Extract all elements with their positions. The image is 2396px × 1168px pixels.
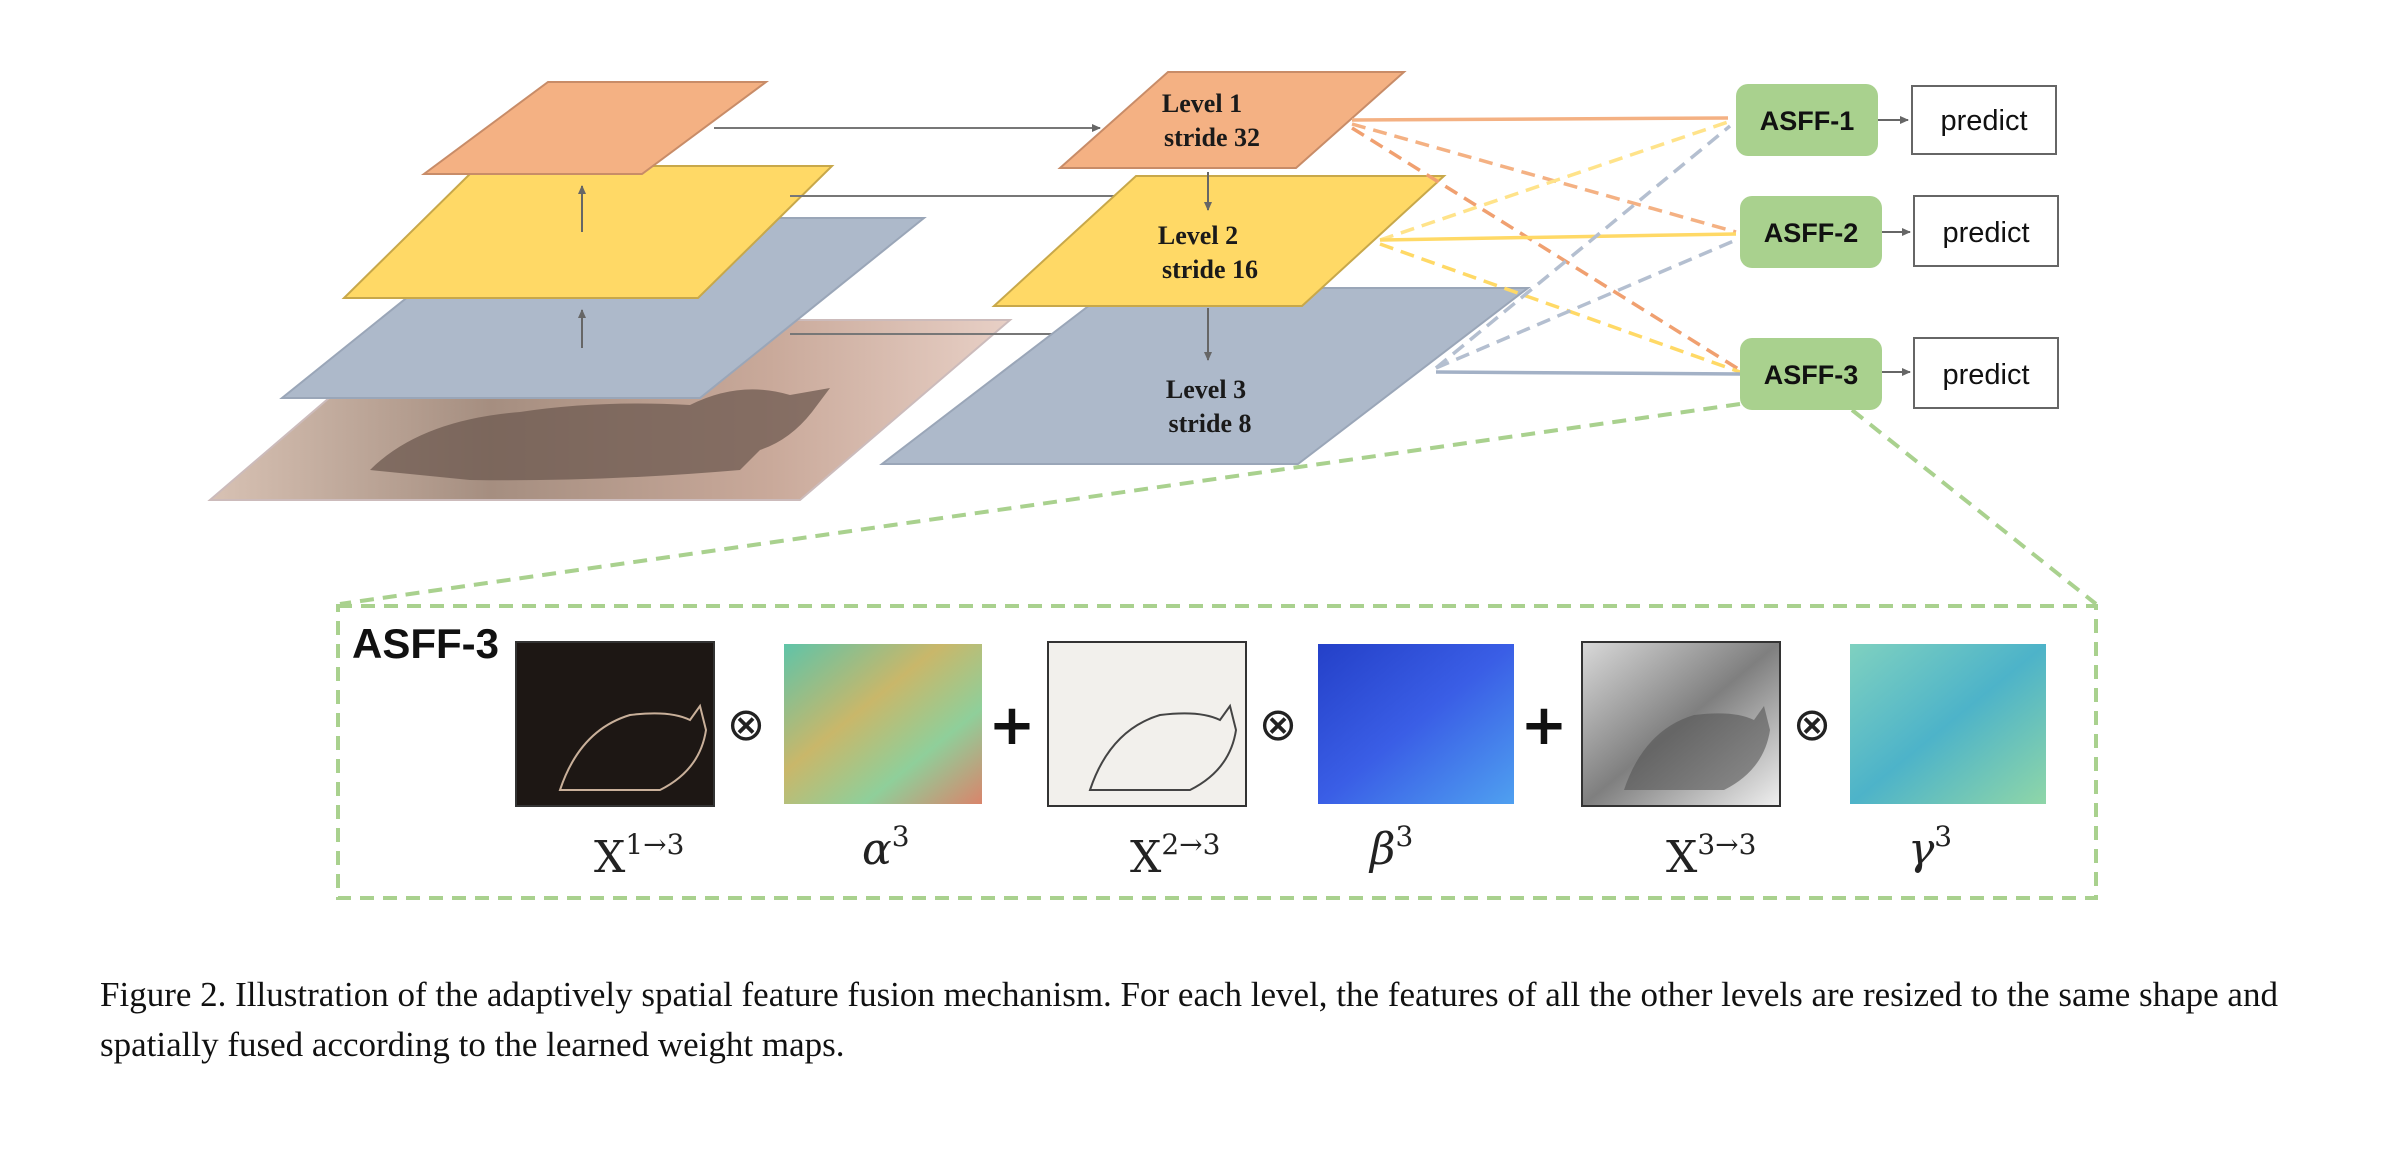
- asff-2-label: ASFF-2: [1764, 218, 1859, 248]
- predict-3-box: [1913, 337, 2059, 409]
- zoom-lines: [339, 402, 2098, 606]
- figure-caption: Figure 2. Illustration of the adaptively…: [100, 975, 2278, 1064]
- backbone-level1-plane: [420, 81, 770, 175]
- multiply-op-1: ⊗: [727, 697, 766, 751]
- label-beta: β3: [1368, 820, 1413, 875]
- feature-level2-plane: [991, 175, 1447, 307]
- predict-1-label: predict: [1940, 105, 2027, 137]
- asff-3-label: ASFF-3: [1764, 360, 1859, 390]
- predict-1-box: [1911, 85, 2057, 155]
- asff3-detail-panel: ASFF-3 ⊗ + ⊗ + ⊗ X1→3 α3 X2→3 β3 X3→3 γ3: [336, 604, 2098, 900]
- label-x2: X2→3: [1130, 828, 1220, 883]
- feature-level1-plane: [1057, 71, 1407, 169]
- plus-op-2: +: [1521, 693, 1568, 758]
- level3-stride: stride 8: [1168, 409, 1251, 438]
- label-x1: X1→3: [594, 828, 684, 883]
- detail-panel-title: ASFF-3: [352, 620, 499, 667]
- predict-3-label: predict: [1942, 359, 2029, 391]
- level1-name: Level 1: [1162, 89, 1242, 118]
- plus-op-1: +: [989, 693, 1036, 758]
- multiply-op-3: ⊗: [1793, 697, 1832, 751]
- feature-pyramid: Level 1 stride 32 Level 2 stride 16 Leve…: [879, 71, 1531, 465]
- feature-map-x2: [1047, 641, 1247, 807]
- asff-2-box: [1740, 196, 1882, 268]
- level2-stride: stride 16: [1162, 255, 1258, 284]
- asff-module-1: ASFF-1 predict: [1736, 84, 2057, 156]
- level2-name: Level 2: [1158, 221, 1238, 250]
- label-x3: X3→3: [1666, 828, 1756, 883]
- weight-map-alpha: [784, 644, 982, 804]
- asff-module-2: ASFF-2 predict: [1740, 195, 2059, 268]
- level1-stride: stride 32: [1164, 123, 1260, 152]
- weight-map-beta: [1318, 644, 1514, 804]
- asff-1-label: ASFF-1: [1760, 106, 1855, 136]
- predict-2-box: [1913, 195, 2059, 267]
- asff-1-box: [1736, 84, 1878, 156]
- predict-2-label: predict: [1942, 217, 2029, 249]
- weight-map-gamma: [1850, 644, 2046, 804]
- label-gamma: γ3: [1908, 820, 1952, 875]
- fusion-connections: [1351, 116, 1741, 376]
- feature-level3-plane: [879, 287, 1531, 465]
- label-alpha: α3: [862, 820, 910, 875]
- feature-map-x1: [515, 641, 715, 807]
- cat-silhouette: [370, 388, 830, 481]
- detail-panel-frame: [336, 604, 2098, 900]
- asff-module-3: ASFF-3 predict: [1740, 337, 2059, 410]
- level3-name: Level 3: [1166, 375, 1246, 404]
- multiply-op-2: ⊗: [1259, 697, 1298, 751]
- backbone-pyramid: [207, 81, 1013, 501]
- backbone-level2-plane: [341, 165, 835, 299]
- asff-3-box: [1740, 338, 1882, 410]
